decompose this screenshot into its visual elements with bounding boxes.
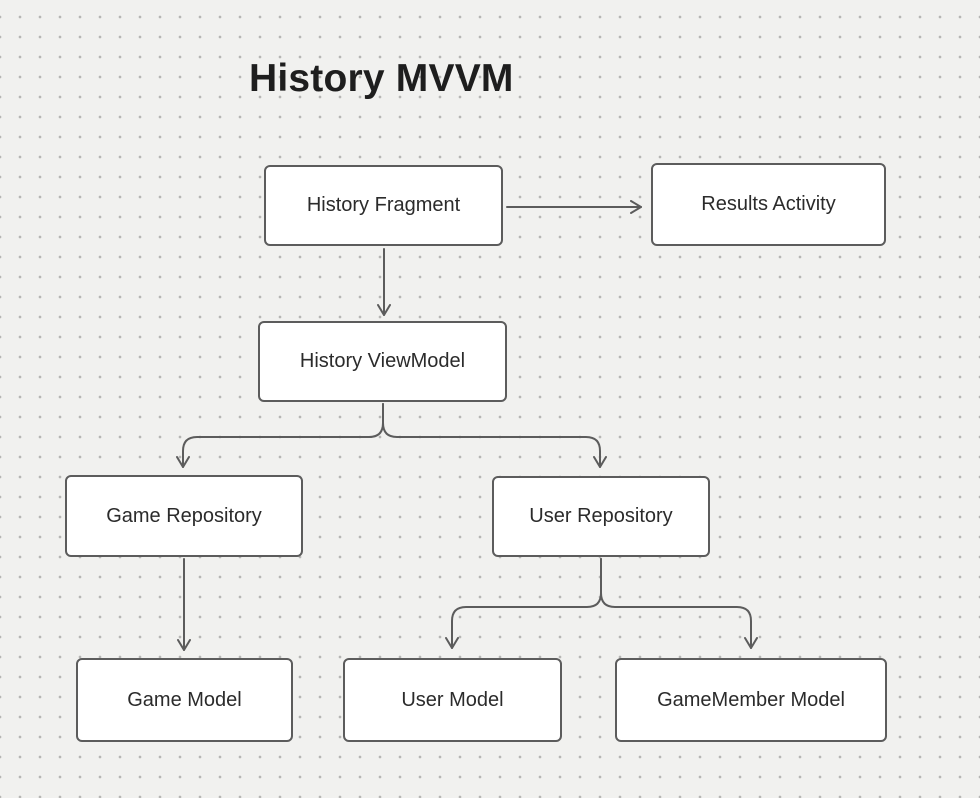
connector-user-repository-to-gamemember-model bbox=[600, 558, 758, 649]
node-gamemember-model[interactable]: GameMember Model bbox=[615, 658, 887, 742]
connector-viewmodel-to-user-repository bbox=[382, 403, 607, 468]
node-label: User Repository bbox=[529, 505, 673, 527]
node-label: Game Model bbox=[127, 688, 242, 711]
node-label: History Fragment bbox=[306, 194, 461, 216]
connector-user-repository-to-user-model bbox=[445, 558, 602, 649]
node-history-viewmodel[interactable]: History ViewModel bbox=[258, 321, 507, 402]
node-history-fragment[interactable]: History Fragment bbox=[264, 165, 503, 246]
diagram-title: History MVVM bbox=[249, 57, 514, 100]
node-user-model[interactable]: User Model bbox=[343, 658, 562, 742]
node-game-model[interactable]: Game Model bbox=[76, 658, 293, 742]
node-label: Results Activity bbox=[701, 193, 836, 215]
node-results-activity[interactable]: Results Activity bbox=[651, 163, 886, 246]
node-label: User Model bbox=[401, 688, 504, 711]
node-user-repository[interactable]: User Repository bbox=[492, 476, 710, 557]
node-label: Game Repository bbox=[106, 504, 262, 527]
node-label: History ViewModel bbox=[299, 350, 466, 372]
node-game-repository[interactable]: Game Repository bbox=[65, 475, 303, 557]
connector-viewmodel-to-game-repository bbox=[176, 403, 384, 468]
node-label: GameMember Model bbox=[657, 688, 845, 711]
